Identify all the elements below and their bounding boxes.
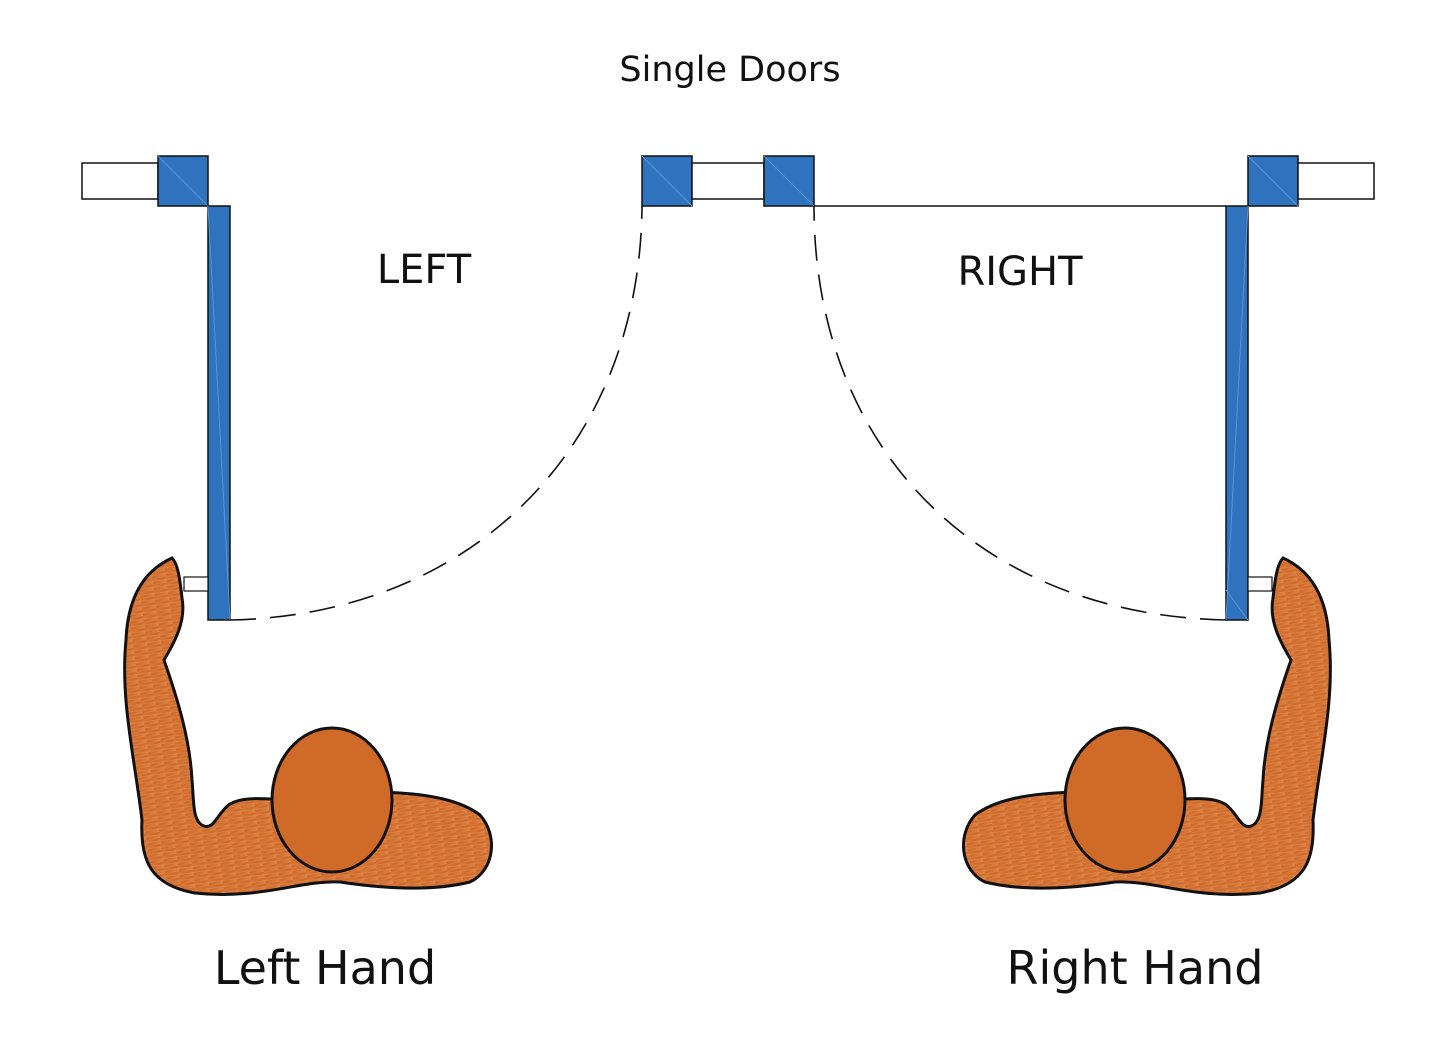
left-person-figure	[123, 556, 493, 896]
right-person-figure	[962, 556, 1332, 896]
right-person-body	[962, 556, 1332, 896]
right-person-head	[1063, 726, 1187, 874]
left-swing-arc	[229, 205, 643, 621]
right-swing-arc	[813, 205, 1227, 621]
left-direction-label: LEFT	[377, 247, 472, 293]
right-direction-label: RIGHT	[957, 249, 1083, 295]
left-strike-jamb	[641, 155, 693, 207]
left-hinge-jamb	[157, 155, 209, 207]
left-wall-stub	[81, 162, 159, 200]
left-hand-door	[81, 155, 693, 621]
left-door-leaf	[207, 205, 231, 621]
right-door-leaf	[1225, 205, 1249, 621]
left-door-handle	[183, 576, 209, 592]
right-hand-label: Right Hand	[1007, 941, 1264, 995]
center-wall-stub	[691, 162, 765, 200]
left-hand-label: Left Hand	[214, 941, 436, 995]
left-person-head	[270, 726, 394, 874]
diagram-title: Single Doors	[619, 50, 840, 90]
right-strike-jamb	[763, 155, 815, 207]
left-person-body	[123, 556, 493, 896]
right-door-handle	[1247, 576, 1273, 592]
right-hinge-jamb	[1247, 155, 1299, 207]
right-wall-stub	[1297, 162, 1375, 200]
right-hand-door	[763, 155, 1375, 621]
